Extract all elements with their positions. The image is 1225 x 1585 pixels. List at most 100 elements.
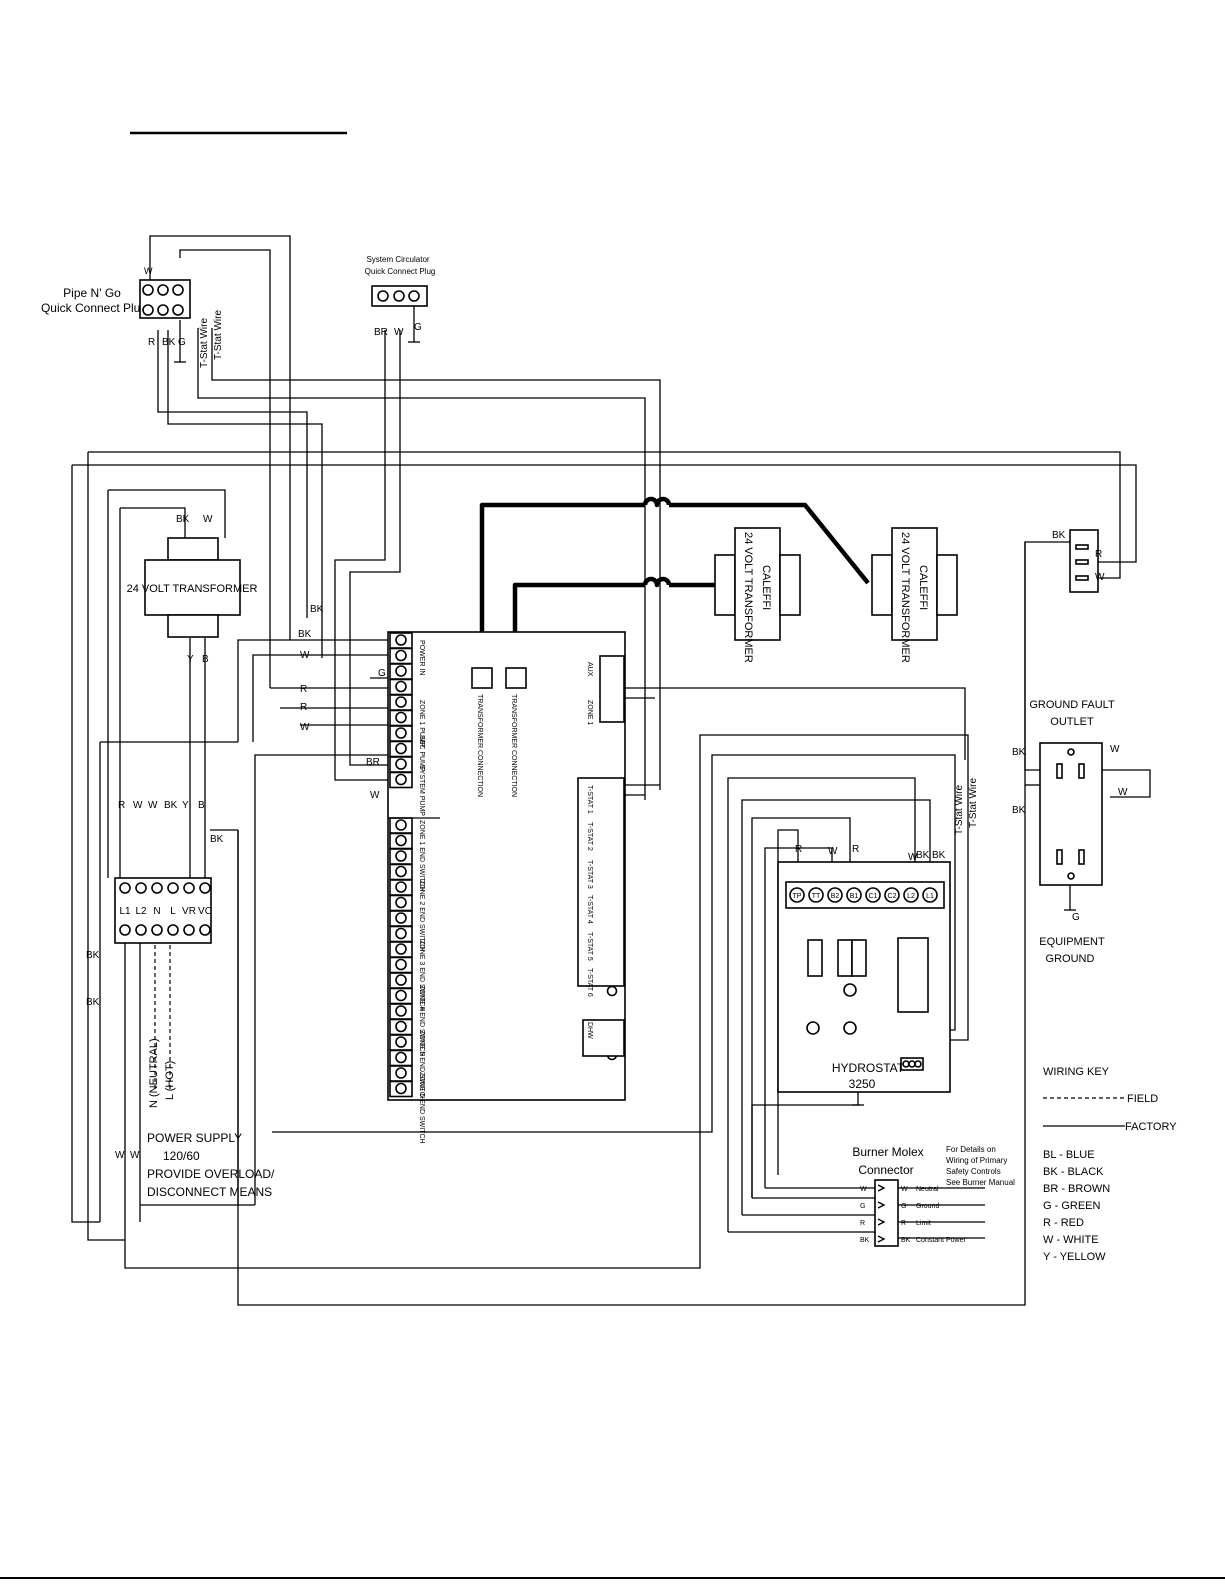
terminal-screw xyxy=(183,882,195,894)
wires xyxy=(71,235,1151,1306)
transformer-y-label: Y xyxy=(187,654,194,665)
controller-right-terminals xyxy=(577,655,625,1061)
wire-label-w: W xyxy=(370,790,380,801)
wire-label-bk: BK xyxy=(298,629,312,640)
wire-label-bk: BK xyxy=(86,997,100,1008)
terminal-screw xyxy=(135,882,147,894)
hydrostat-terminal xyxy=(884,887,900,903)
terminal-screw xyxy=(135,924,147,936)
molex-pin-name: Constant Power xyxy=(916,1237,966,1244)
wire-label-w: W xyxy=(148,800,158,811)
hydrostat-terminal-label: TP xyxy=(793,893,802,900)
transformer-bk-label: BK xyxy=(176,514,190,525)
controller-section-label: ZONE 4 END SWITCH xyxy=(418,985,425,1057)
wire-label-w: W xyxy=(130,1150,140,1161)
pipe-plug-g-label: G xyxy=(178,337,186,348)
hydrostat-terminal-label: C1 xyxy=(869,893,878,900)
molex-pin-name: Neutral xyxy=(916,1186,939,1193)
terminal-screw xyxy=(119,924,131,936)
controller-terminal xyxy=(395,634,407,646)
controller-left-terminals xyxy=(389,632,413,1098)
controller-terminal xyxy=(395,1051,407,1064)
hydrostat-terminal xyxy=(865,887,881,903)
pipe-plug-pins xyxy=(142,284,184,316)
wire-label-w: W xyxy=(300,722,310,733)
hydrostat-terminal-label: B1 xyxy=(850,893,859,900)
controller-terminal xyxy=(395,665,407,677)
molex-pin-right: W xyxy=(901,1186,908,1193)
gfo-title-1: GROUND FAULT xyxy=(1029,699,1115,711)
hydrostat-terminal xyxy=(827,887,843,903)
caleffi-2-line2: 24 VOLT TRANSFORMER xyxy=(899,532,911,663)
gfo-title-2: OUTLET xyxy=(1050,716,1094,728)
gfo-w-2: W xyxy=(1118,787,1128,798)
controller-terminal xyxy=(395,850,407,862)
controller-terminal xyxy=(395,819,407,831)
caleffi-1-line1: CALEFFI xyxy=(760,565,772,610)
controller-section-label: ZONE 6 END SWITCH xyxy=(418,1072,425,1144)
gfo-g: G xyxy=(1072,912,1080,923)
controller-right-label: T-STAT 3 xyxy=(586,860,593,889)
gfo-bk-1: BK xyxy=(1012,747,1026,758)
caleffi-2-line1: CALEFFI xyxy=(917,565,929,610)
wiring-key-factory: FACTORY xyxy=(1125,1121,1177,1133)
caleffi-1-line2: 24 VOLT TRANSFORMER xyxy=(742,532,754,663)
wire-label-w: W xyxy=(828,846,838,857)
molex-title-2: Connector xyxy=(858,1163,913,1177)
wiring-key-color: BL - BLUE xyxy=(1043,1149,1095,1161)
power-supply-line3: PROVIDE OVERLOAD/ xyxy=(147,1167,275,1181)
controller-section-label: ZONE 1 END SWITCH xyxy=(418,820,425,892)
wire-label-w: W xyxy=(115,1150,125,1161)
controller-terminal xyxy=(395,958,407,971)
sys-circ-title-2: Quick Connect Plug xyxy=(365,267,436,276)
power-supply-line2: 120/60 xyxy=(163,1149,200,1163)
pipe-plug-title-1: Pipe N' Go xyxy=(63,286,121,300)
wire-label-r: R xyxy=(300,684,307,695)
controller-right-label: DHW xyxy=(586,1022,593,1039)
controller-right-label: T-STAT 6 xyxy=(586,968,593,997)
controller-right-label: T-STAT 4 xyxy=(586,895,593,924)
wire-label-r: R xyxy=(795,844,802,855)
pipe-plug-w-label: W xyxy=(144,266,153,276)
wire-label-w: W xyxy=(908,852,918,863)
hydrostat-terminal-label: C2 xyxy=(888,893,897,900)
controller-terminal xyxy=(395,974,407,986)
wire-label-y: Y xyxy=(182,800,189,811)
hydrostat-terminal-label: L2 xyxy=(907,893,915,900)
controller-terminal xyxy=(395,1082,407,1095)
hydrostat-name: HYDROSTAT xyxy=(832,1061,905,1075)
sys-circ-w-label: W xyxy=(394,327,404,338)
gfo-r: R xyxy=(1095,549,1102,560)
hydro-tstat-wire-label-1: T-Stat Wire xyxy=(954,785,965,835)
controller-section-label: ZONE 2 END SWITCH xyxy=(418,880,425,952)
controller-section-label: ZONE 5 END SWITCH xyxy=(418,1030,425,1102)
molex-note-4: See Burner Manual xyxy=(946,1178,1015,1187)
controller-terminal xyxy=(395,680,407,693)
terminal-screw xyxy=(199,924,211,936)
terminal-screw xyxy=(167,924,179,936)
wiring-key-title: WIRING KEY xyxy=(1043,1066,1110,1078)
controller-terminal xyxy=(395,727,407,739)
equipment-ground-2: GROUND xyxy=(1046,953,1095,965)
wiring-key-color: R - RED xyxy=(1043,1217,1084,1229)
molex-pin-left: BK xyxy=(860,1237,870,1244)
molex-note-1: For Details on xyxy=(946,1145,996,1154)
wiring-key-color: G - GREEN xyxy=(1043,1200,1101,1212)
terminal-screw xyxy=(119,882,131,894)
gfo-w-1: W xyxy=(1110,744,1120,755)
controller-terminal xyxy=(395,773,407,786)
transformer-w-label: W xyxy=(203,514,213,525)
wire-label-bk: BK xyxy=(932,850,946,861)
neutral-label: N (NEUTRAL) xyxy=(148,1038,160,1108)
controller-section-label: SYSTEM PUMP xyxy=(418,765,425,816)
hydrostat-terminal xyxy=(808,887,824,903)
wire-label-bk: BK xyxy=(86,950,100,961)
terminal-screw xyxy=(183,924,195,936)
pipe-n-go-plug: Pipe N' Go Quick Connect Plug W R BK G xyxy=(41,266,191,363)
terminal-label: VR xyxy=(182,906,196,917)
molex-note-2: Wiring of Primary xyxy=(946,1156,1007,1165)
controller-terminal xyxy=(395,1020,407,1033)
